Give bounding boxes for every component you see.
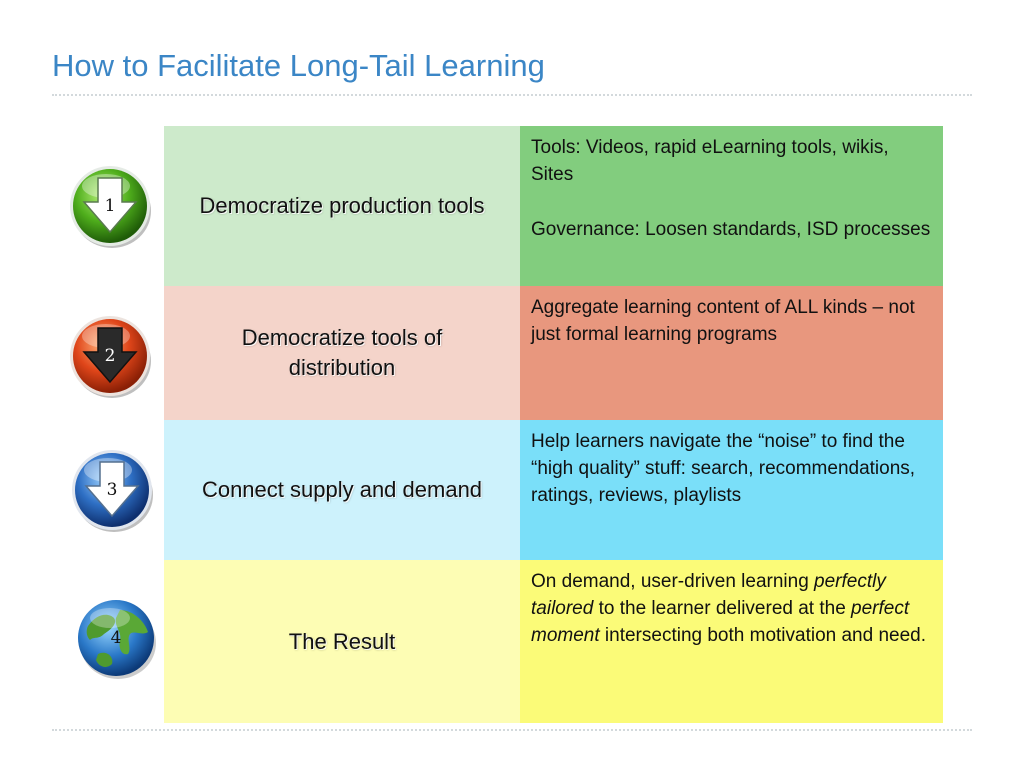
title-divider [52, 94, 972, 96]
table-row: The Result On demand, user-driven learni… [164, 560, 943, 723]
row-label-cell: Democratize tools of distribution [164, 286, 520, 420]
row-detail-cell: On demand, user-driven learning perfectl… [520, 560, 943, 723]
row-detail-cell: Help learners navigate the “noise” to fi… [520, 420, 943, 560]
row-detail: Aggregate learning content of ALL kinds … [531, 297, 915, 345]
detail-emphasis: perfect moment [531, 598, 910, 646]
footer-divider [52, 729, 972, 731]
step-number: 2 [104, 346, 116, 366]
row-detail: Help learners navigate the “noise” to fi… [531, 431, 916, 506]
row-label: Democratize tools of distribution [241, 325, 443, 380]
row-detail-cell: Tools: Videos, rapid eLearning tools, wi… [520, 126, 943, 286]
row-label: Democratize production tools [199, 193, 485, 218]
step-number: 3 [106, 480, 118, 500]
red-down-arrow-icon: 2 [68, 314, 152, 398]
row-label: The Result [288, 628, 396, 654]
detail-emphasis: perfectly tailored [531, 571, 886, 619]
table-row: Democratize tools of distribution Aggreg… [164, 286, 943, 420]
row-label-cell: Democratize production tools [164, 126, 520, 286]
row-label: Connect supply and demand [201, 477, 483, 502]
slide-title: How to Facilitate Long-Tail Learning [52, 48, 545, 83]
step-number: 1 [104, 196, 116, 216]
row-detail-tools: Tools: Videos, rapid eLearning tools, wi… [531, 137, 889, 185]
globe-icon: 4 [74, 596, 158, 680]
table-row: Connect supply and demand Help learners … [164, 420, 943, 560]
table-row: Democratize production tools Tools: Vide… [164, 126, 943, 286]
green-down-arrow-icon: 1 [68, 164, 152, 248]
blue-down-arrow-icon: 3 [70, 448, 154, 532]
detail-text: intersecting both motivation and need. [599, 625, 927, 646]
row-detail: On demand, user-driven learning perfectl… [531, 568, 931, 649]
row-label-cell: Connect supply and demand [164, 420, 520, 560]
row-detail-governance: Governance: Loosen standards, ISD proces… [531, 219, 931, 240]
detail-text: On demand, user-driven learning [531, 571, 815, 592]
step-number: 4 [110, 628, 122, 648]
row-detail-cell: Aggregate learning content of ALL kinds … [520, 286, 943, 420]
row-label-cell: The Result [164, 560, 520, 723]
detail-text: to the learner delivered at the [593, 598, 852, 619]
content-grid: Democratize production tools Tools: Vide… [164, 126, 943, 723]
